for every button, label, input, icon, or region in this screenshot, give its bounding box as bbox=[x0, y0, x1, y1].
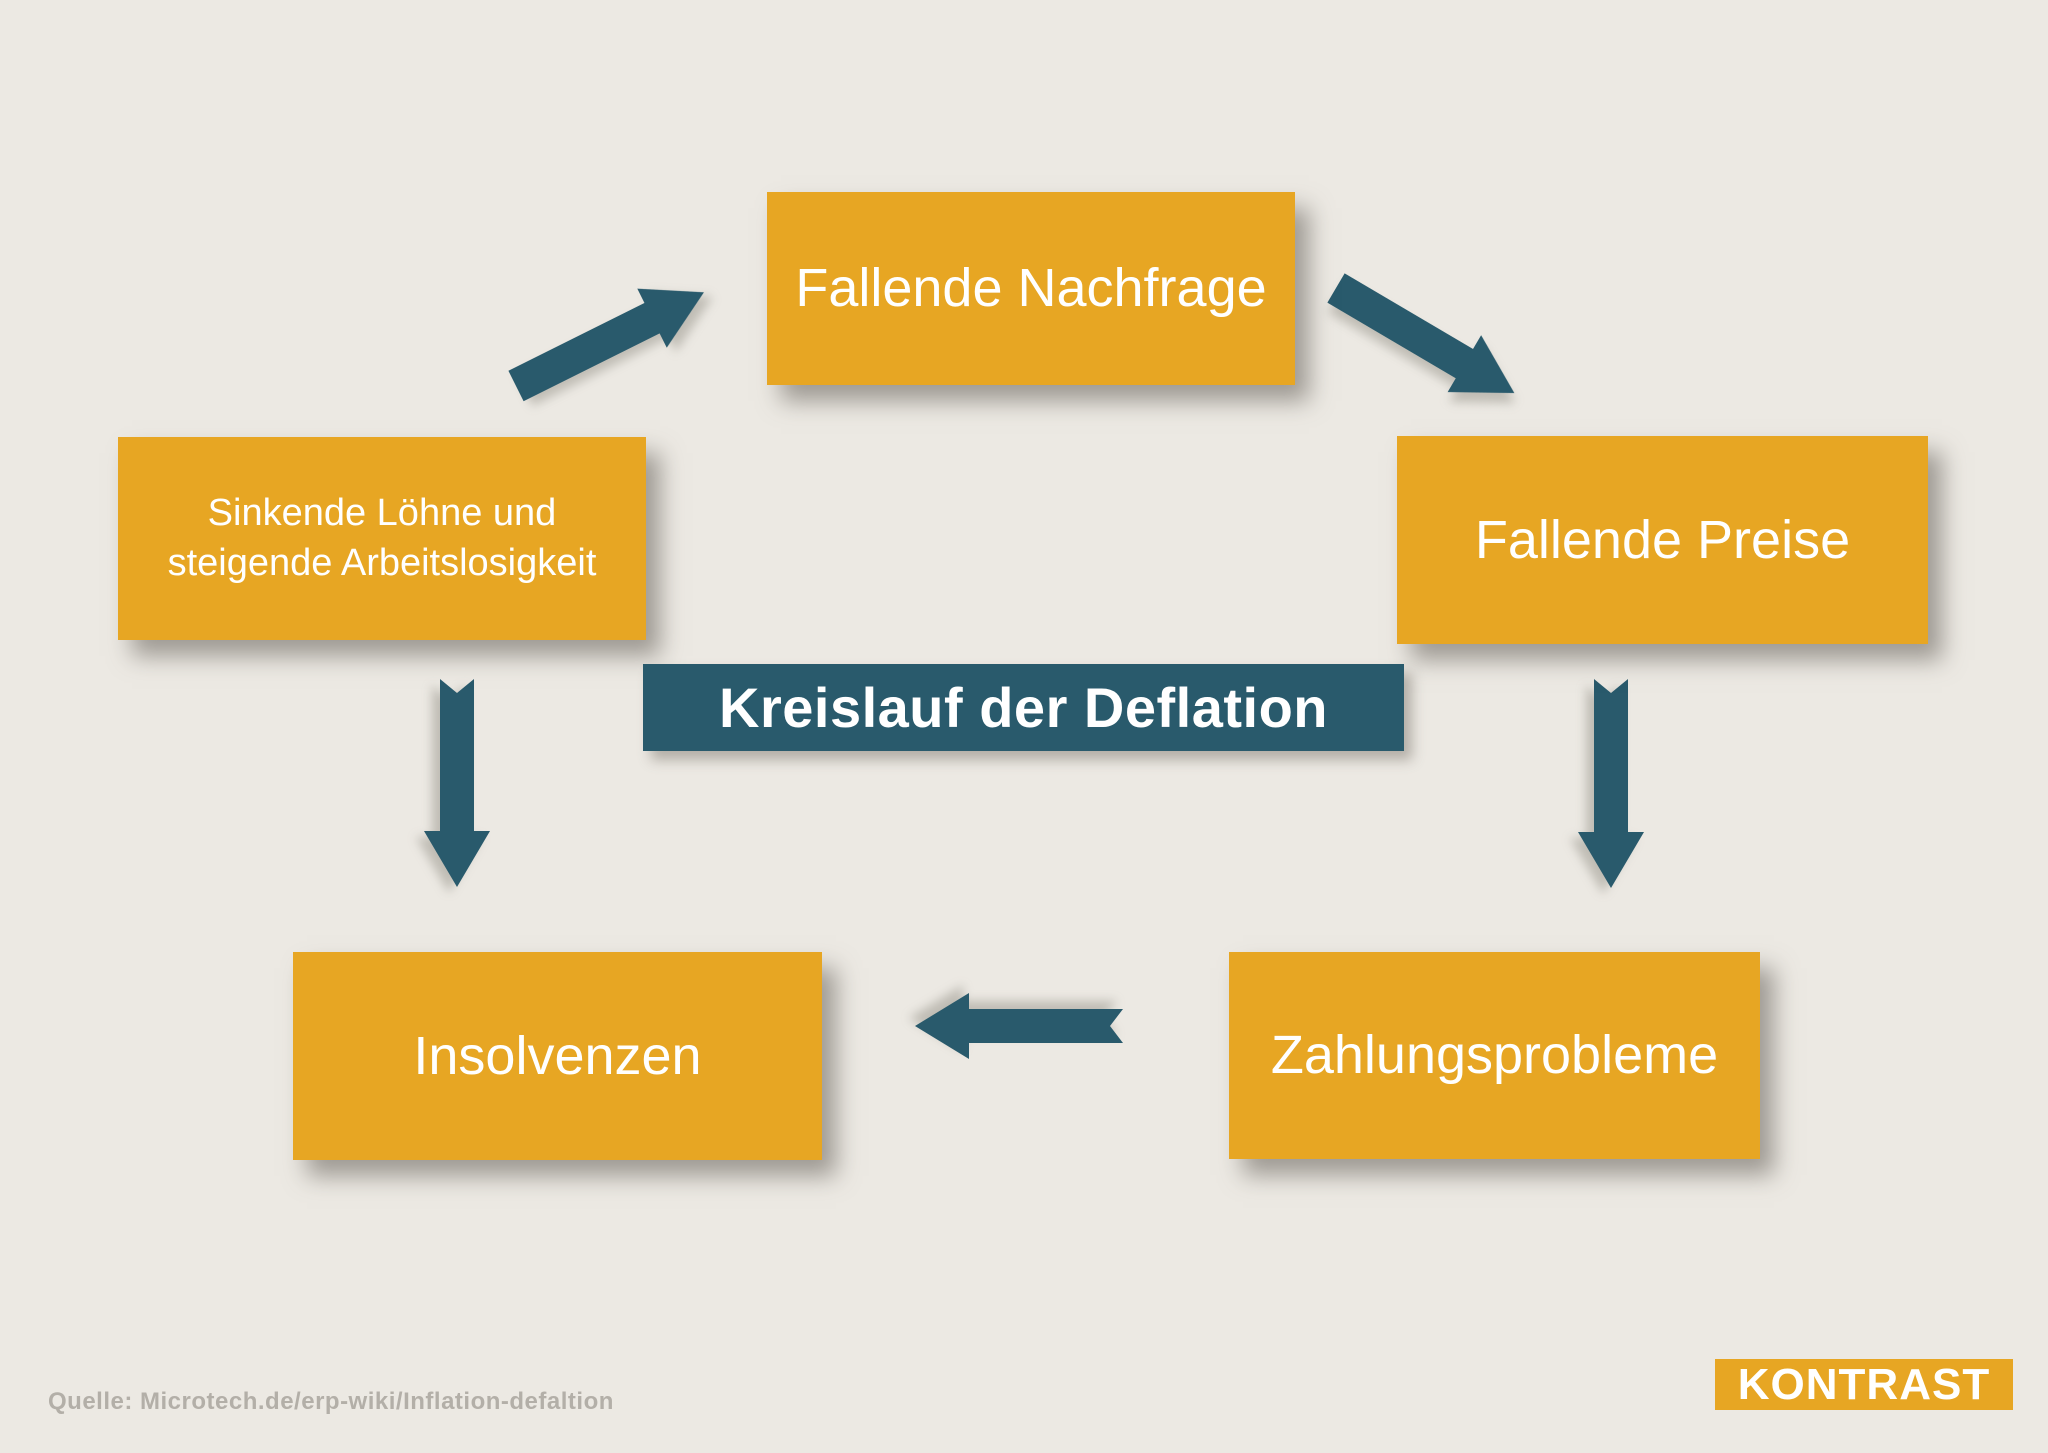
kontrast-logo: KONTRAST bbox=[1715, 1359, 2013, 1410]
node-fallende-nachfrage: Fallende Nachfrage bbox=[767, 192, 1295, 385]
arrow-fallende-preise-to-zahlungsprobleme bbox=[1578, 679, 1644, 888]
arrow-sinkende-loehne-to-fallende-nachfrage bbox=[508, 288, 704, 402]
arrow-zahlungsprobleme-to-insolvenzen bbox=[915, 993, 1123, 1059]
source-note: Quelle: Microtech.de/erp-wiki/Inflation-… bbox=[48, 1388, 614, 1415]
node-label: Fallende Nachfrage bbox=[795, 258, 1267, 319]
arrow-sinkende-loehne-to-insolvenzen bbox=[424, 679, 490, 887]
node-insolvenzen: Insolvenzen bbox=[293, 952, 822, 1160]
node-label: Zahlungsprobleme bbox=[1270, 1025, 1719, 1086]
node-label: Fallende Preise bbox=[1474, 509, 1851, 570]
node-fallende-preise: Fallende Preise bbox=[1397, 436, 1928, 644]
node-label: Sinkende Löhne und steigende Arbeitslosi… bbox=[167, 492, 597, 584]
arrow-fallende-nachfrage-to-fallende-preise bbox=[1327, 273, 1515, 394]
node-sinkende-loehne: Sinkende Löhne und steigende Arbeitslosi… bbox=[118, 437, 646, 640]
diagram-title: Kreislauf der Deflation bbox=[643, 664, 1404, 751]
node-zahlungsprobleme: Zahlungsprobleme bbox=[1229, 952, 1760, 1159]
node-label: Insolvenzen bbox=[413, 1025, 702, 1086]
